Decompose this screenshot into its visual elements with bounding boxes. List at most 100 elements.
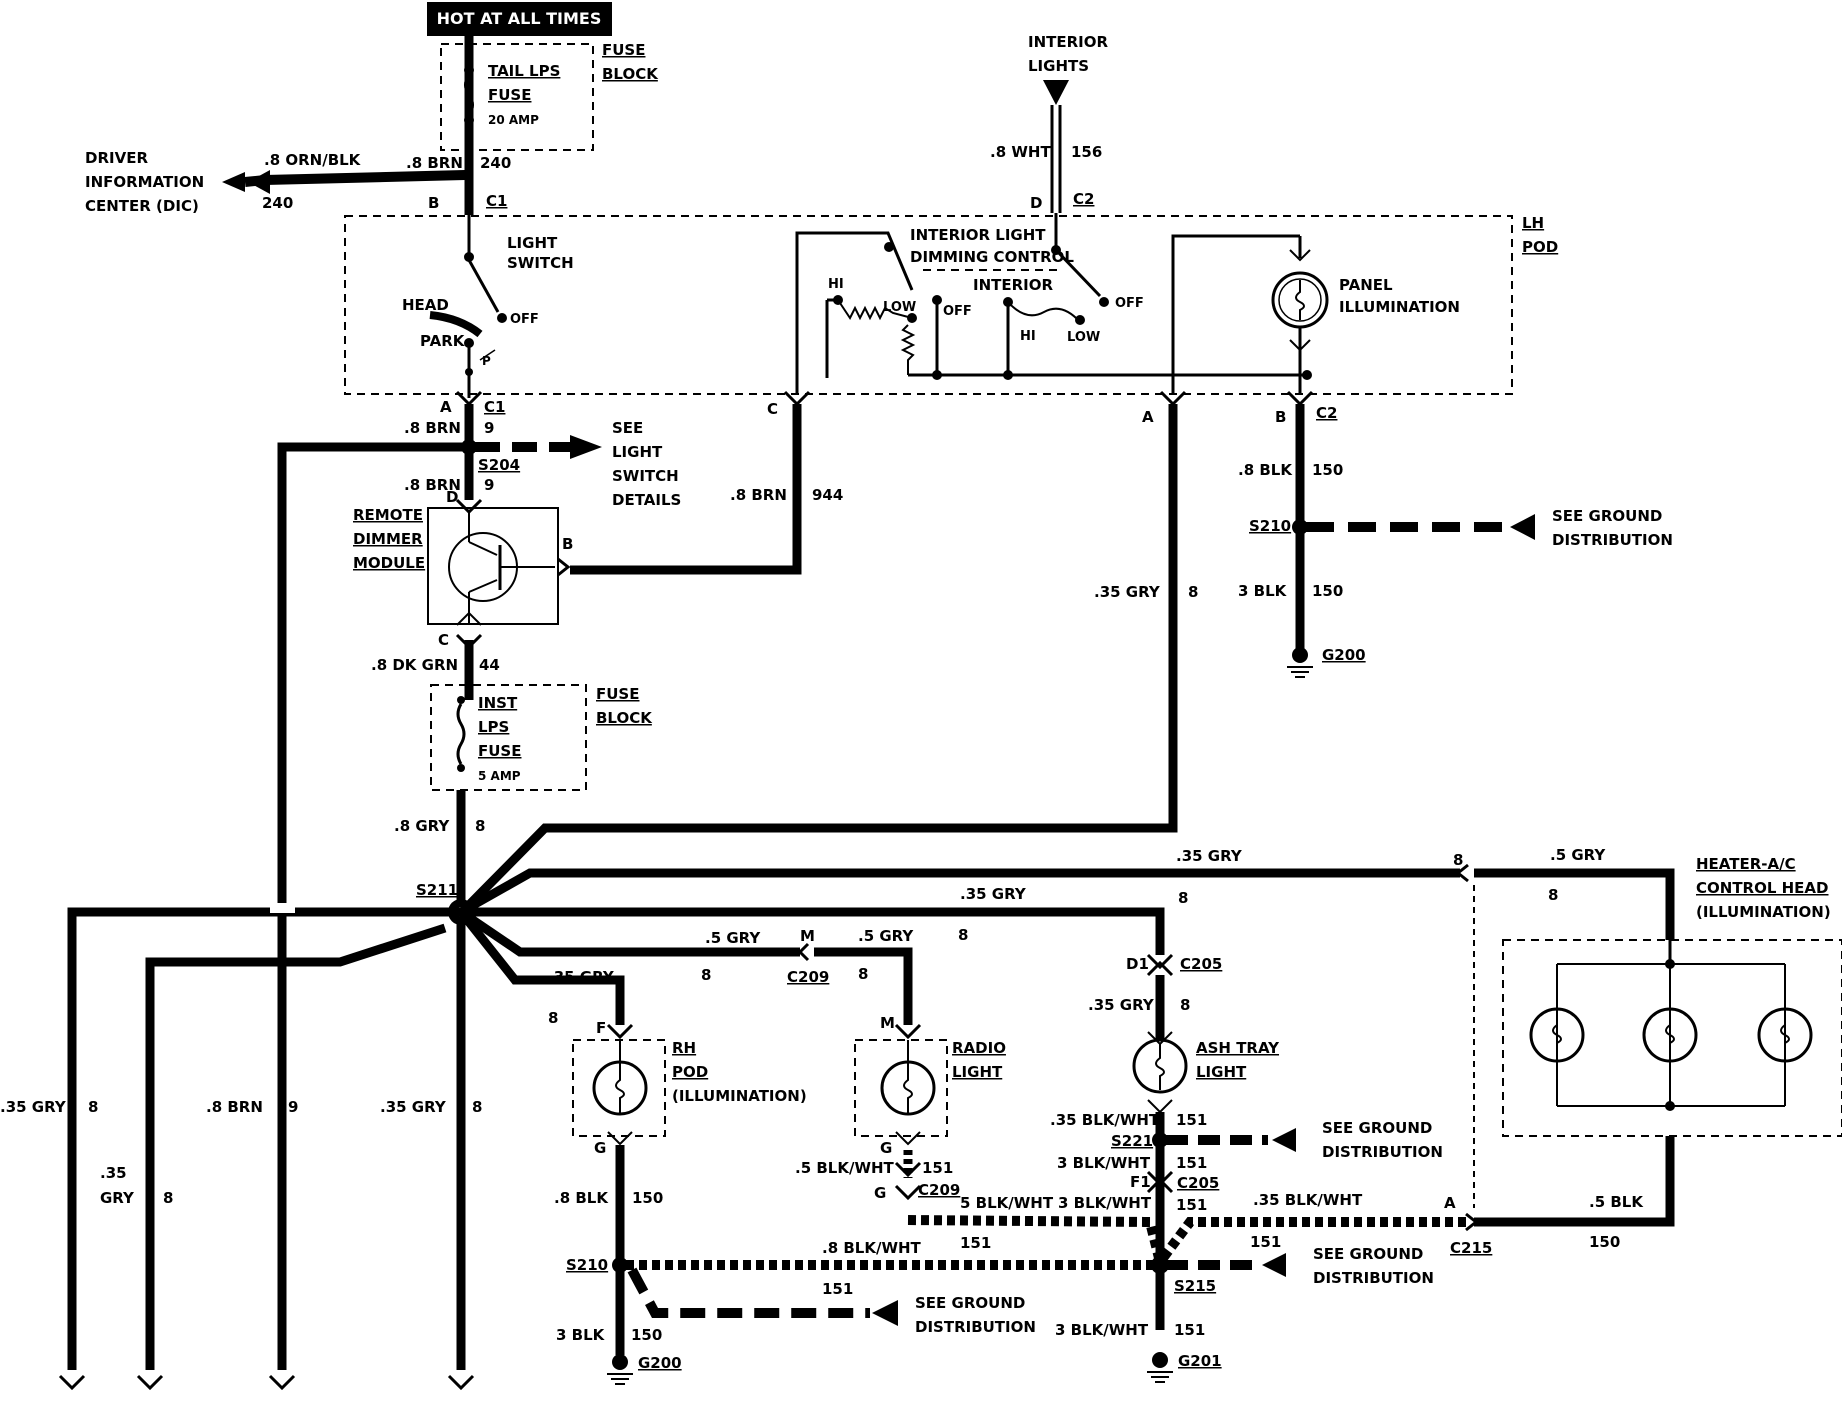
svg-text:C205: C205 — [1180, 955, 1222, 973]
svg-text:G: G — [874, 1184, 886, 1202]
svg-text:3 BLK/WHT: 3 BLK/WHT — [1055, 1321, 1149, 1339]
svg-text:C: C — [438, 631, 449, 649]
light-switch — [429, 215, 507, 398]
svg-text:151: 151 — [1176, 1111, 1207, 1129]
svg-text:M: M — [800, 927, 815, 945]
see-ground-distribution-3: SEE GROUND — [915, 1294, 1025, 1312]
connector-c1: C1 — [486, 192, 507, 210]
rh-pod-label: RH — [672, 1039, 696, 1057]
svg-text:9: 9 — [484, 476, 494, 494]
svg-text:SWITCH: SWITCH — [612, 467, 679, 485]
svg-text:151: 151 — [1250, 1233, 1281, 1251]
svg-text:8: 8 — [1178, 889, 1188, 907]
svg-text:5 BLK/WHT: 5 BLK/WHT — [960, 1194, 1054, 1212]
svg-text:9: 9 — [484, 419, 494, 437]
hot-at-all-times-label: HOT AT ALL TIMES — [427, 2, 612, 36]
svg-text:HI: HI — [828, 277, 844, 292]
svg-text:151: 151 — [922, 1159, 953, 1177]
svg-text:OFF: OFF — [1115, 296, 1144, 311]
svg-text:.8 BRN: .8 BRN — [206, 1098, 263, 1116]
svg-text:3 BLK/WHT: 3 BLK/WHT — [1058, 1194, 1152, 1212]
svg-text:.8 DK GRN: .8 DK GRN — [371, 656, 458, 674]
svg-text:C209: C209 — [787, 968, 829, 986]
svg-text:151: 151 — [960, 1234, 991, 1252]
svg-text:.8 BLK/WHT: .8 BLK/WHT — [822, 1239, 922, 1257]
wire-orn-blk: .8 ORN/BLK — [264, 151, 362, 169]
svg-text:8: 8 — [1453, 851, 1463, 869]
svg-text:G200: G200 — [1322, 646, 1366, 664]
svg-text:(ILLUMINATION): (ILLUMINATION) — [672, 1087, 807, 1105]
svg-text:.5 GRY: .5 GRY — [858, 927, 914, 945]
svg-text:.8 BRN: .8 BRN — [730, 486, 787, 504]
interior-light-dimming-control — [795, 231, 1312, 393]
svg-text:A: A — [440, 398, 452, 416]
svg-text:5 AMP: 5 AMP — [478, 769, 521, 783]
heater-ac-control-head-label: HEATER-A/C — [1696, 855, 1796, 873]
see-ground-distribution-4: SEE GROUND — [1313, 1245, 1423, 1263]
svg-text:M: M — [880, 1014, 895, 1032]
svg-text:FUSE: FUSE — [478, 742, 521, 760]
remote-dimmer-module — [427, 498, 571, 626]
svg-text:150: 150 — [631, 1326, 662, 1344]
svg-text:F1: F1 — [1130, 1173, 1151, 1191]
ash-tray-light — [1132, 1031, 1188, 1114]
interior-lights-label: INTERIOR — [1028, 33, 1108, 51]
svg-text:S215: S215 — [1174, 1277, 1216, 1295]
svg-text:8: 8 — [858, 965, 868, 983]
svg-text:POD: POD — [672, 1063, 708, 1081]
svg-text:8: 8 — [1188, 583, 1198, 601]
svg-text:.8 WHT: .8 WHT — [990, 143, 1051, 161]
svg-text:C: C — [767, 400, 778, 418]
svg-text:B: B — [1275, 408, 1286, 426]
svg-text:.35 GRY: .35 GRY — [380, 1098, 447, 1116]
svg-text:8: 8 — [1180, 996, 1190, 1014]
svg-text:HI: HI — [1020, 329, 1036, 344]
svg-text:151: 151 — [1176, 1196, 1207, 1214]
svg-text:150: 150 — [1312, 582, 1343, 600]
svg-text:P: P — [482, 354, 491, 368]
svg-text:.35 BLK/WHT: .35 BLK/WHT — [1050, 1111, 1160, 1129]
svg-text:CENTER (DIC): CENTER (DIC) — [85, 197, 199, 215]
radio-light — [854, 1023, 948, 1146]
fuse-block-label: FUSE — [602, 41, 645, 59]
svg-text:S210: S210 — [1249, 517, 1291, 535]
svg-text:C1: C1 — [484, 398, 505, 416]
svg-text:DIMMER: DIMMER — [353, 530, 423, 548]
svg-text:LIGHTS: LIGHTS — [1028, 57, 1089, 75]
svg-text:DIMMING CONTROL: DIMMING CONTROL — [910, 248, 1074, 266]
splice-s210-top — [1292, 519, 1308, 535]
svg-text:.35 GRY: .35 GRY — [960, 885, 1027, 903]
svg-text:D: D — [446, 488, 458, 506]
svg-text:151: 151 — [822, 1280, 853, 1298]
svg-text:G: G — [594, 1139, 606, 1157]
tail-lps-fuse-block: TAIL LPS FUSE 20 AMP — [440, 43, 594, 151]
svg-text:.8 BRN: .8 BRN — [404, 419, 461, 437]
svg-text:DISTRIBUTION: DISTRIBUTION — [1313, 1269, 1434, 1287]
svg-text:.8 BLK: .8 BLK — [554, 1189, 609, 1207]
svg-text:151: 151 — [1176, 1154, 1207, 1172]
svg-text:151: 151 — [1174, 1321, 1205, 1339]
svg-text:G200: G200 — [638, 1354, 682, 1372]
interior-lights-arrow — [1043, 80, 1069, 105]
svg-text:DISTRIBUTION: DISTRIBUTION — [1322, 1143, 1443, 1161]
svg-text:ASH TRAY: ASH TRAY — [1196, 1039, 1280, 1057]
dic-label: DRIVER — [85, 149, 148, 167]
see-ground-distribution-1: SEE GROUND — [1552, 507, 1662, 525]
svg-text:44: 44 — [479, 656, 500, 674]
svg-text:BLOCK: BLOCK — [596, 709, 653, 727]
svg-text:D: D — [1030, 194, 1042, 212]
svg-text:OFF: OFF — [510, 312, 539, 327]
svg-text:C215: C215 — [1450, 1239, 1492, 1257]
svg-text:HOT AT ALL TIMES: HOT AT ALL TIMES — [437, 9, 602, 28]
svg-text:.35 BLK/WHT: .35 BLK/WHT — [1253, 1191, 1363, 1209]
ground-g201 — [1147, 1352, 1173, 1383]
svg-text:S221: S221 — [1111, 1132, 1153, 1150]
svg-text:B: B — [562, 535, 573, 553]
svg-text:.5 BLK: .5 BLK — [1589, 1193, 1644, 1211]
remote-dimmer-module-label: REMOTE — [353, 506, 423, 524]
light-switch-label: LIGHT — [507, 234, 558, 252]
splice-s210-bottom — [612, 1257, 628, 1273]
svg-text:FUSE: FUSE — [488, 86, 531, 104]
wire-ends — [58, 1374, 475, 1391]
